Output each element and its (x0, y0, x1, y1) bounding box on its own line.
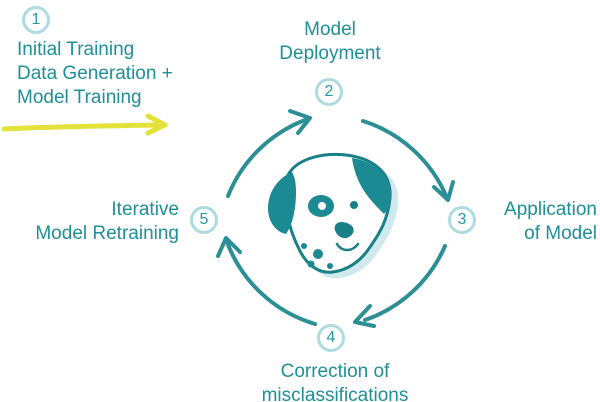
arrowhead-5 (216, 236, 242, 258)
step-2-line-1: Model (304, 19, 356, 40)
arc-3-to-4 (363, 244, 447, 322)
step-5-badge: 5 (190, 206, 218, 234)
step-4-badge: 4 (317, 324, 345, 352)
arrowhead-3 (432, 180, 455, 202)
step-1-label: Initial Training Data Generation + Model… (17, 38, 173, 110)
step-1-number: 1 (31, 11, 41, 28)
cycle-arrows (216, 109, 455, 328)
step-3-line-2: of Model (524, 223, 597, 244)
dog-head-icon (268, 152, 399, 279)
step-4-line-1: Correction of (280, 361, 390, 382)
step-3-line-1: Application (504, 199, 597, 220)
step-4-number: 4 (326, 329, 336, 346)
step-1-line-3: Model Training (17, 87, 142, 108)
yellow-arrow-icon (1, 113, 168, 136)
step-1-badge: 1 (22, 6, 50, 34)
step-2-number: 2 (324, 83, 334, 100)
step-1-line-1: Initial Training (17, 39, 135, 60)
arc-2-to-3 (361, 119, 449, 200)
step-3-badge: 3 (448, 206, 476, 234)
step-5-line-2: Model Retraining (35, 223, 179, 244)
step-4-label: Correction of misclassifications (250, 360, 420, 402)
arc-5-to-2 (226, 118, 307, 198)
arrowhead-4 (353, 304, 376, 328)
step-2-badge: 2 (315, 78, 343, 106)
step-3-number: 3 (457, 211, 467, 228)
arrowhead-2 (288, 109, 312, 135)
step-4-line-2: misclassifications (261, 385, 409, 402)
step-1-line-2: Data Generation + (17, 63, 173, 84)
step-2-line-2: Deployment (279, 43, 381, 64)
step-3-label: Application of Model (485, 198, 597, 246)
step-2-label: Model Deployment (255, 18, 405, 66)
step-5-number: 5 (199, 211, 209, 228)
step-5-label: Iterative Model Retraining (14, 198, 179, 246)
step-5-line-1: Iterative (111, 199, 179, 220)
arc-4-to-5 (225, 240, 317, 326)
